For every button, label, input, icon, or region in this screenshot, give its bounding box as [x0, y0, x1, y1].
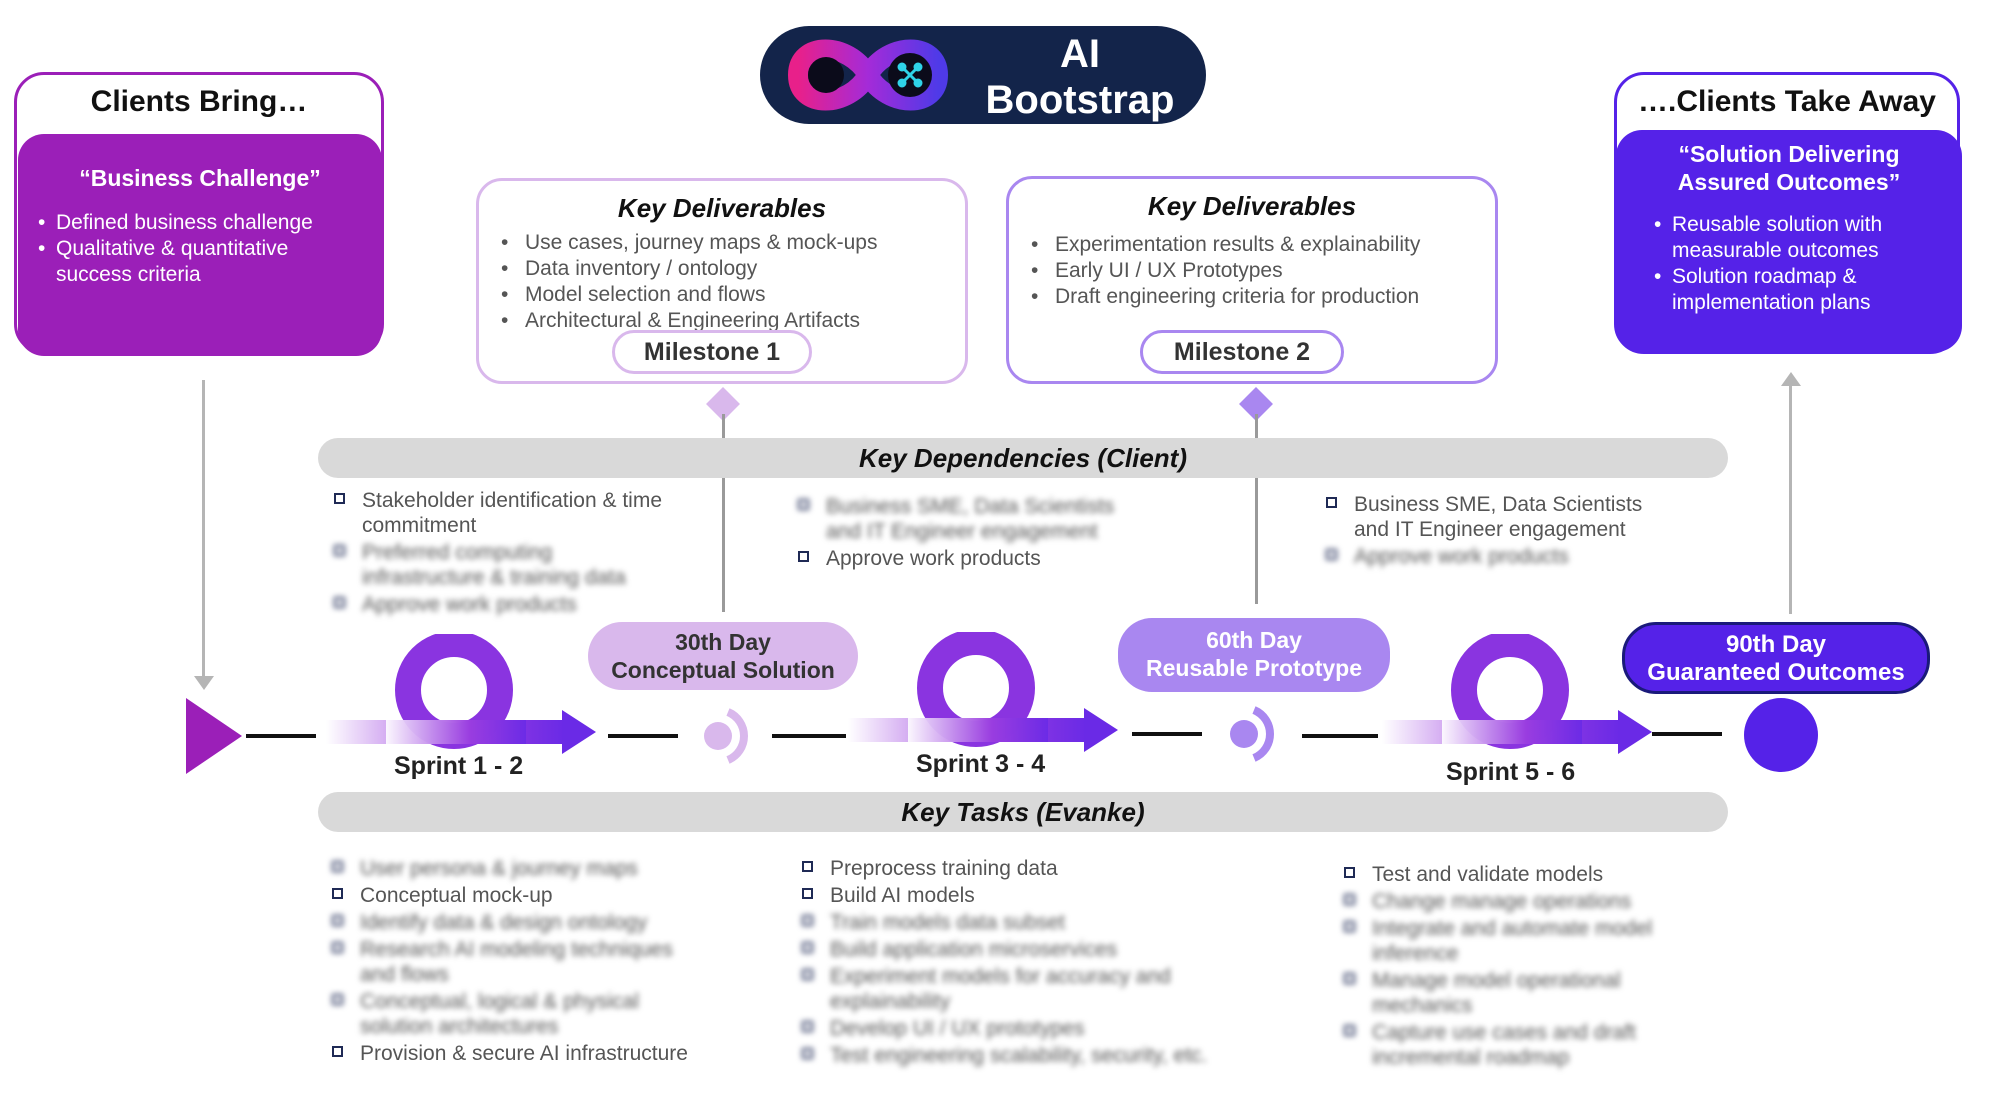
- list-item: Approve work products: [796, 546, 1136, 571]
- down-arrow-icon: [194, 676, 214, 690]
- day-60-title: 60th Day: [1206, 627, 1302, 653]
- list-item: Reusable solution with measurable outcom…: [1654, 212, 1942, 264]
- day-60-subtitle: Reusable Prototype: [1146, 655, 1362, 681]
- sprint-3-loop-arrow: [1382, 634, 1652, 754]
- list-item: Model selection and flows: [493, 282, 965, 308]
- day-90-bubble: 90th Day Guaranteed Outcomes: [1622, 622, 1930, 694]
- business-challenge-heading: “Business Challenge”: [79, 165, 321, 191]
- dependencies-col-3: Business SME, Data Scientists and IT Eng…: [1324, 492, 1664, 571]
- key-dependencies-bar: Key Dependencies (Client): [318, 438, 1728, 478]
- list-item: Identify data & design ontology: [330, 910, 700, 935]
- up-arrow-icon: [1781, 372, 1801, 386]
- deliverables-2-title: Key Deliverables: [1147, 191, 1357, 221]
- day-30-title: 30th Day: [675, 629, 771, 655]
- list-item: Approve work products: [1324, 544, 1664, 569]
- list-item: Solution roadmap & implementation plans: [1654, 264, 1942, 316]
- list-item: Experimentation results & explainability: [1023, 232, 1495, 258]
- timeline-start-triangle: [186, 698, 242, 774]
- timeline-segment: [772, 734, 846, 738]
- sprint-1-loop-arrow: [326, 634, 596, 754]
- day-30-subtitle: Conceptual Solution: [611, 657, 835, 683]
- logo-line-2: Bootstrap: [985, 78, 1175, 122]
- milestone-1-badge: Milestone 1: [612, 330, 812, 374]
- tasks-col-2: Preprocess training data Build AI models…: [800, 856, 1240, 1070]
- clients-bring-title: Clients Bring…: [90, 85, 308, 118]
- dependencies-col-1: Stakeholder identification & time commit…: [332, 488, 672, 619]
- list-item: Preprocess training data: [800, 856, 1240, 881]
- clients-take-title: ….Clients Take Away: [1638, 85, 1936, 118]
- list-item: Experiment models for accuracy and expla…: [800, 964, 1240, 1014]
- deliverables-1-title: Key Deliverables: [617, 193, 827, 223]
- list-item: Draft engineering criteria for productio…: [1023, 284, 1495, 310]
- list-item: Capture use cases and draft incremental …: [1342, 1020, 1702, 1070]
- timeline-segment: [1652, 732, 1722, 736]
- day-90-subtitle: Guaranteed Outcomes: [1647, 659, 1905, 686]
- list-item: Integrate and automate model inference: [1342, 916, 1702, 966]
- left-down-arrow-line: [202, 380, 205, 680]
- dependencies-col-2: Business SME, Data Scientists and IT Eng…: [796, 494, 1136, 573]
- day-30-marker: [704, 708, 748, 764]
- logo-line-1: AI: [1060, 32, 1100, 76]
- list-item: Preferred computing infrastructure & tra…: [332, 540, 672, 590]
- list-item: Early UI / UX Prototypes: [1023, 258, 1495, 284]
- list-item: Qualitative & quantitative success crite…: [38, 236, 362, 288]
- business-challenge-box: “Business Challenge” Defined business ch…: [18, 134, 382, 356]
- list-item: Stakeholder identification & time commit…: [332, 488, 672, 538]
- timeline-end-circle: [1744, 698, 1818, 772]
- tasks-col-1: User persona & journey maps Conceptual m…: [330, 856, 700, 1068]
- list-item: Conceptual, logical & physical solution …: [330, 989, 700, 1039]
- timeline-segment: [1302, 734, 1378, 738]
- list-item: Test and validate models: [1342, 862, 1702, 887]
- list-item: Conceptual mock-up: [330, 883, 700, 908]
- list-item: Manage model operational mechanics: [1342, 968, 1702, 1018]
- day-90-title: 90th Day: [1725, 631, 1827, 658]
- ai-bootstrap-logo: AI Bootstrap: [760, 26, 1206, 124]
- right-up-arrow-line: [1789, 384, 1792, 614]
- solution-outcomes-heading: “Solution Delivering Assured Outcomes”: [1677, 141, 1901, 195]
- sprint-1-label: Sprint 1 - 2: [394, 752, 524, 780]
- list-item: Defined business challenge: [38, 210, 362, 236]
- list-item: Architectural & Engineering Artifacts: [493, 308, 965, 334]
- list-item: Develop UI / UX prototypes: [800, 1016, 1240, 1041]
- milestone-2-connector: [1255, 414, 1258, 604]
- tasks-col-3: Test and validate models Change manage o…: [1342, 862, 1702, 1072]
- day-30-bubble: 30th Day Conceptual Solution: [588, 622, 858, 690]
- list-item: Build AI models: [800, 883, 1240, 908]
- list-item: Data inventory / ontology: [493, 256, 965, 282]
- infinity-logo-icon: [787, 39, 949, 111]
- timeline-segment: [1132, 732, 1202, 736]
- key-tasks-bar: Key Tasks (Evanke): [318, 792, 1728, 832]
- list-item: Approve work products: [332, 592, 672, 617]
- timeline-segment: [608, 734, 678, 738]
- day-60-bubble: 60th Day Reusable Prototype: [1118, 618, 1390, 692]
- list-item: Train models data subset: [800, 910, 1240, 935]
- sprint-2-loop-arrow: [848, 632, 1118, 752]
- milestone-2-badge: Milestone 2: [1140, 330, 1344, 374]
- sprint-3-label: Sprint 5 - 6: [1446, 758, 1576, 786]
- list-item: Build application microservices: [800, 937, 1240, 962]
- list-item: Business SME, Data Scientists and IT Eng…: [796, 494, 1136, 544]
- list-item: Test engineering scalability, security, …: [800, 1043, 1240, 1068]
- list-item: Research AI modeling techniques and flow…: [330, 937, 700, 987]
- timeline-segment: [246, 734, 316, 738]
- sprint-2-label: Sprint 3 - 4: [916, 750, 1046, 778]
- solution-outcomes-box: “Solution Delivering Assured Outcomes” R…: [1616, 130, 1962, 352]
- list-item: Business SME, Data Scientists and IT Eng…: [1324, 492, 1664, 542]
- milestone-1-connector: [722, 414, 725, 612]
- list-item: Provision & secure AI infrastructure: [330, 1041, 700, 1066]
- list-item: Use cases, journey maps & mock-ups: [493, 230, 965, 256]
- list-item: Change manage operations: [1342, 889, 1702, 914]
- list-item: User persona & journey maps: [330, 856, 700, 881]
- day-60-marker: [1230, 706, 1274, 762]
